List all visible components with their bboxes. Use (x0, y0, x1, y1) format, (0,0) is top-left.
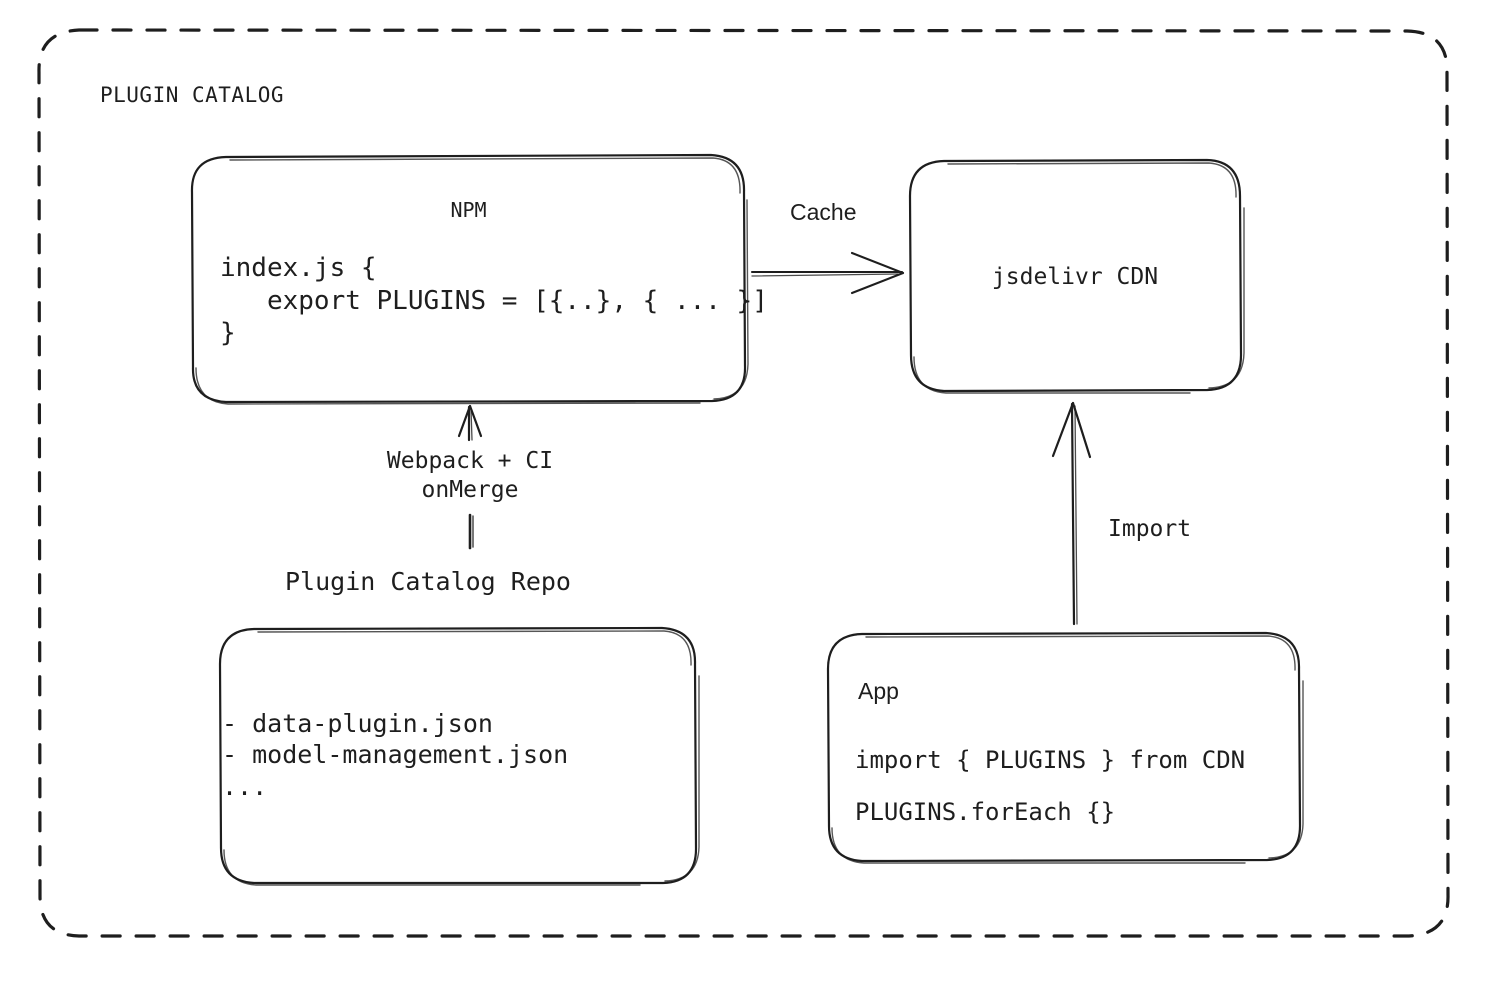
repo-node-outline (218, 626, 700, 886)
build-arrow (457, 404, 483, 550)
plugin-catalog-container-border (37, 28, 1450, 938)
repo-node-content: - data-plugin.json - model-management.js… (222, 709, 569, 801)
cdn-node-outline (908, 158, 1245, 394)
npm-node-title: NPM (450, 198, 487, 222)
repo-node-label: Plugin Catalog Repo (285, 567, 571, 596)
import-edge-label: Import (1108, 516, 1192, 542)
cache-arrow (750, 251, 905, 295)
app-node-title: App (858, 678, 899, 704)
import-arrow (1051, 401, 1092, 626)
npm-node-outline (190, 153, 749, 405)
app-node-code: import { PLUGINS } from CDN PLUGINS.forE… (855, 746, 1246, 826)
app-node-outline (826, 631, 1304, 864)
container-title: PLUGIN CATALOG (100, 83, 285, 107)
npm-node-code: index.js { export PLUGINS = [{..}, { ...… (220, 253, 768, 348)
build-edge-label: Webpack + CI onMerge (386, 448, 554, 503)
cdn-node-title: jsdelivr CDN (991, 264, 1159, 290)
cache-edge-label: Cache (790, 199, 857, 225)
